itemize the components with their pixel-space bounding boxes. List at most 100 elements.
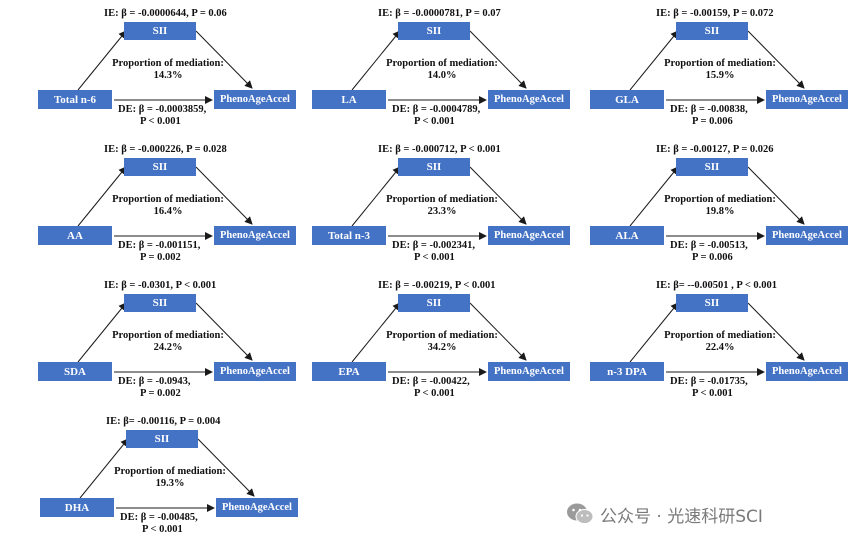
proportion-of-mediation: Proportion of mediation:19.8% (650, 194, 790, 218)
de-beta: DE: β = -0.00838, (670, 104, 748, 115)
ie-p-value: P < 0.001 (454, 280, 496, 291)
proportion-value: 23.3% (427, 206, 457, 217)
outcome-box: PhenoAgeAccel (488, 90, 570, 109)
ie-beta: IE: β = -0.00159, (656, 8, 733, 19)
de-p-value: P < 0.001 (414, 116, 455, 127)
ie-beta: IE: β = -0.00219, (378, 280, 455, 291)
watermark: 公众号 · 光速科研SCI (566, 500, 763, 528)
ie-beta: IE: β = -0.0301, (104, 280, 176, 291)
ie-p-value: P < 0.001 (736, 280, 778, 291)
indirect-effect-label: IE: β = -0.0000644, P = 0.06 (104, 8, 227, 20)
indirect-effect-label: IE: β = -0.000712, P < 0.001 (378, 144, 501, 156)
direct-effect-label: DE: β = -0.0943,P = 0.002 (118, 376, 190, 400)
arrow-mediator-to-outcome (747, 30, 805, 89)
path-arrows (629, 30, 805, 104)
de-beta: DE: β = -0.0943, (118, 376, 191, 387)
ie-beta: IE: β= -0.00116, (106, 416, 180, 427)
arrow-exposure-to-mediator (629, 302, 679, 363)
ie-beta: IE: β = -0.00127, (656, 144, 733, 155)
direct-effect-label: DE: β = -0.002341,P < 0.001 (392, 240, 475, 264)
proportion-value: 34.2% (427, 342, 457, 353)
proportion-of-mediation: Proportion of mediation:22.4% (650, 330, 790, 354)
direct-effect-label: DE: β = -0.0004789,P < 0.001 (392, 104, 480, 128)
de-p-value: P < 0.001 (140, 116, 181, 127)
arrow-mediator-to-outcome (469, 166, 527, 225)
proportion-label: Proportion of mediation: (386, 58, 498, 69)
path-arrows (629, 166, 805, 240)
arrow-exposure-to-mediator (351, 302, 401, 363)
ie-p-value: P = 0.028 (186, 144, 227, 155)
ie-beta: IE: β = -0.000712, (378, 144, 461, 155)
direct-effect-label: DE: β = -0.001151,P = 0.002 (118, 240, 200, 264)
path-arrows (351, 302, 527, 376)
de-beta: DE: β = -0.01735, (670, 376, 748, 387)
path-arrows (79, 438, 255, 512)
proportion-label: Proportion of mediation: (112, 58, 224, 69)
arrow-exposure-to-mediator (77, 302, 127, 363)
arrow-exposure-to-mediator (77, 30, 127, 91)
direct-effect-label: DE: β = -0.01735,P < 0.001 (670, 376, 748, 400)
de-beta: DE: β = -0.00422, (392, 376, 470, 387)
proportion-of-mediation: Proportion of mediation:14.3% (98, 58, 238, 82)
ie-p-value: P = 0.07 (465, 8, 501, 19)
arrow-mediator-to-outcome (195, 166, 253, 225)
indirect-effect-label: IE: β = -0.0301, P < 0.001 (104, 280, 216, 292)
de-beta: DE: β = -0.001151, (118, 240, 201, 251)
proportion-label: Proportion of mediation: (112, 330, 224, 341)
exposure-box: DHA (40, 498, 114, 517)
arrow-exposure-to-mediator (629, 166, 679, 227)
outcome-box: PhenoAgeAccel (216, 498, 298, 517)
mediator-box: SII (676, 158, 748, 176)
exposure-box: SDA (38, 362, 112, 381)
proportion-value: 14.3% (153, 70, 183, 81)
proportion-of-mediation: Proportion of mediation:15.9% (650, 58, 790, 82)
arrow-mediator-to-outcome (197, 438, 255, 497)
indirect-effect-label: IE: β = -0.00127, P = 0.026 (656, 144, 774, 156)
outcome-box: PhenoAgeAccel (488, 362, 570, 381)
arrow-exposure-to-mediator (351, 30, 401, 91)
arrow-mediator-to-outcome (747, 166, 805, 225)
ie-beta: IE: β = -0.0000644, (104, 8, 192, 19)
outcome-box: PhenoAgeAccel (766, 90, 848, 109)
ie-p-value: P = 0.004 (179, 416, 221, 427)
de-p-value: P < 0.001 (142, 524, 183, 535)
indirect-effect-label: IE: β = -0.000226, P = 0.028 (104, 144, 227, 156)
exposure-box: Total n-3 (312, 226, 386, 245)
arrow-exposure-to-mediator (629, 30, 679, 91)
de-p-value: P < 0.001 (414, 252, 455, 263)
mediator-box: SII (676, 294, 748, 312)
mediator-box: SII (124, 22, 196, 40)
proportion-label: Proportion of mediation: (114, 466, 226, 477)
mediator-box: SII (124, 294, 196, 312)
direct-effect-label: DE: β = -0.00513,P = 0.006 (670, 240, 748, 264)
path-arrows (351, 30, 527, 104)
proportion-value: 15.9% (705, 70, 735, 81)
exposure-box: EPA (312, 362, 386, 381)
exposure-box: GLA (590, 90, 664, 109)
path-arrows (77, 166, 253, 240)
de-p-value: P < 0.001 (414, 388, 455, 399)
arrow-mediator-to-outcome (469, 30, 527, 89)
proportion-label: Proportion of mediation: (664, 194, 776, 205)
proportion-label: Proportion of mediation: (664, 330, 776, 341)
indirect-effect-label: IE: β= --0.00501 , P < 0.001 (656, 280, 777, 292)
path-arrows (77, 30, 253, 104)
proportion-of-mediation: Proportion of mediation:34.2% (372, 330, 512, 354)
mediation-panel: SII DHA PhenoAgeAccel IE: β= -0.00116, P = … (40, 412, 320, 546)
ie-p-value: P = 0.072 (732, 8, 774, 19)
mediator-box: SII (124, 158, 196, 176)
proportion-of-mediation: Proportion of mediation:19.3% (100, 466, 240, 490)
proportion-of-mediation: Proportion of mediation:24.2% (98, 330, 238, 354)
watermark-text: 公众号 · 光速科研SCI (600, 506, 763, 527)
de-p-value: P = 0.006 (692, 252, 733, 263)
ie-p-value: P = 0.06 (191, 8, 227, 19)
mediator-box: SII (126, 430, 198, 448)
proportion-label: Proportion of mediation: (386, 330, 498, 341)
direct-effect-label: DE: β = -0.00485,P < 0.001 (120, 512, 198, 536)
